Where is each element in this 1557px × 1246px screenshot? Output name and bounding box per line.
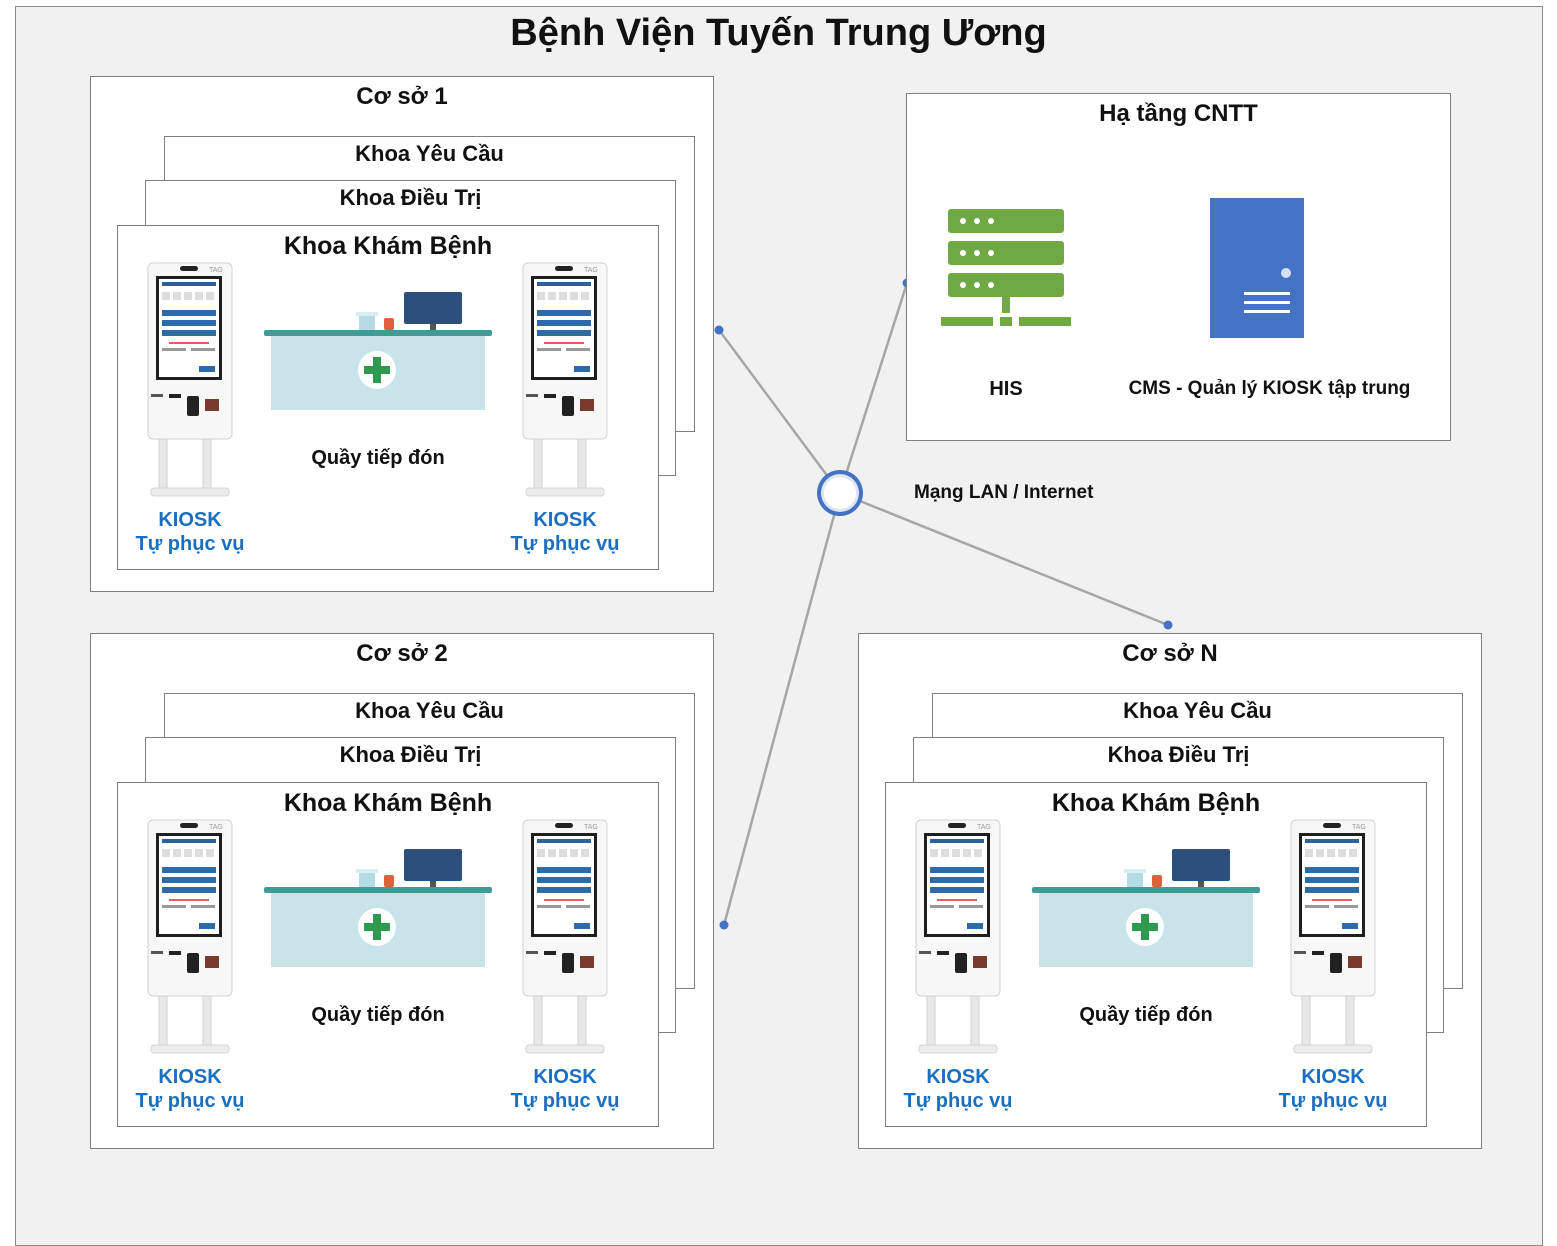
kiosk-label-line1: KIOSK xyxy=(533,1066,597,1088)
it-infrastructure-title: Hạ tầng CNTT xyxy=(1099,100,1258,127)
kiosk-icon: TAG xyxy=(147,819,233,1055)
kiosk-label-line1: KIOSK xyxy=(926,1066,990,1088)
dept-title: Khoa Khám Bệnh xyxy=(283,232,493,260)
kiosk-icon: TAG xyxy=(522,819,608,1055)
network-hub-icon xyxy=(817,470,863,516)
kiosk-label-line2: Tự phục vụ xyxy=(903,1090,1013,1112)
kiosk-label: KIOSK Tự phục vụ xyxy=(893,1065,1023,1113)
link-endpoint xyxy=(714,325,724,335)
kiosk-label-line2: Tự phục vụ xyxy=(1278,1090,1388,1112)
desk-label: Quầy tiếp đón xyxy=(311,1004,445,1026)
kiosk-label-line2: Tự phục vụ xyxy=(135,1090,245,1112)
kiosk-icon: TAG xyxy=(147,262,233,498)
reception-desk-icon xyxy=(1032,845,1260,971)
svg-text:TAG: TAG xyxy=(1352,824,1366,831)
kiosk-label: KIOSK Tự phục vụ xyxy=(1268,1065,1398,1113)
kiosk-label-line1: KIOSK xyxy=(158,509,222,531)
dept-title: Khoa Khám Bệnh xyxy=(1051,789,1261,817)
desk-label: Quầy tiếp đón xyxy=(1079,1004,1213,1026)
dept-title: Khoa Yêu Cầu xyxy=(355,141,504,166)
his-label: HIS xyxy=(989,378,1023,400)
svg-text:TAG: TAG xyxy=(209,267,223,274)
kiosk-label: KIOSK Tự phục vụ xyxy=(500,508,630,556)
site-title: Cơ sở N xyxy=(1122,640,1218,667)
kiosk-icon: TAG xyxy=(915,819,1001,1055)
kiosk-label-line2: Tự phục vụ xyxy=(510,533,620,555)
server-icon xyxy=(941,209,1071,326)
kiosk-icon: TAG xyxy=(1290,819,1376,1055)
cms-server-icon xyxy=(1210,198,1304,338)
diagram-title: Bệnh Viện Tuyến Trung Ương xyxy=(510,12,1047,54)
it-infrastructure-box: Hạ tầng CNTT HIS CMS - Quản lý KIOSK tập… xyxy=(906,93,1451,441)
site-title: Cơ sở 2 xyxy=(356,640,448,667)
desk-label: Quầy tiếp đón xyxy=(311,447,445,469)
kiosk-label: KIOSK Tự phục vụ xyxy=(500,1065,630,1113)
dept-title: Khoa Điều Trị xyxy=(339,185,482,210)
cms-label: CMS - Quản lý KIOSK tập trung xyxy=(1128,378,1411,399)
kiosk-label: KIOSK Tự phục vụ xyxy=(125,508,255,556)
dept-title: Khoa Yêu Cầu xyxy=(1123,698,1272,723)
kiosk-label: KIOSK Tự phục vụ xyxy=(125,1065,255,1113)
kiosk-label-line1: KIOSK xyxy=(158,1066,222,1088)
kiosk-label-line2: Tự phục vụ xyxy=(510,1090,620,1112)
network-label: Mạng LAN / Internet xyxy=(914,482,1094,503)
dept-title: Khoa Điều Trị xyxy=(339,742,482,767)
dept-title: Khoa Yêu Cầu xyxy=(355,698,504,723)
link-endpoint xyxy=(719,920,729,930)
kiosk-label-line1: KIOSK xyxy=(1301,1066,1365,1088)
kiosk-label-line1: KIOSK xyxy=(533,509,597,531)
svg-text:TAG: TAG xyxy=(584,267,598,274)
site-title: Cơ sở 1 xyxy=(356,83,448,110)
reception-desk-icon xyxy=(264,845,492,971)
svg-text:TAG: TAG xyxy=(209,824,223,831)
kiosk-label-line2: Tự phục vụ xyxy=(135,533,245,555)
kiosk-icon: TAG xyxy=(522,262,608,498)
dept-title: Khoa Khám Bệnh xyxy=(283,789,493,817)
dept-title: Khoa Điều Trị xyxy=(1107,742,1250,767)
svg-text:TAG: TAG xyxy=(977,824,991,831)
svg-text:TAG: TAG xyxy=(584,824,598,831)
reception-desk-icon xyxy=(264,288,492,414)
link-endpoint xyxy=(1163,620,1173,630)
